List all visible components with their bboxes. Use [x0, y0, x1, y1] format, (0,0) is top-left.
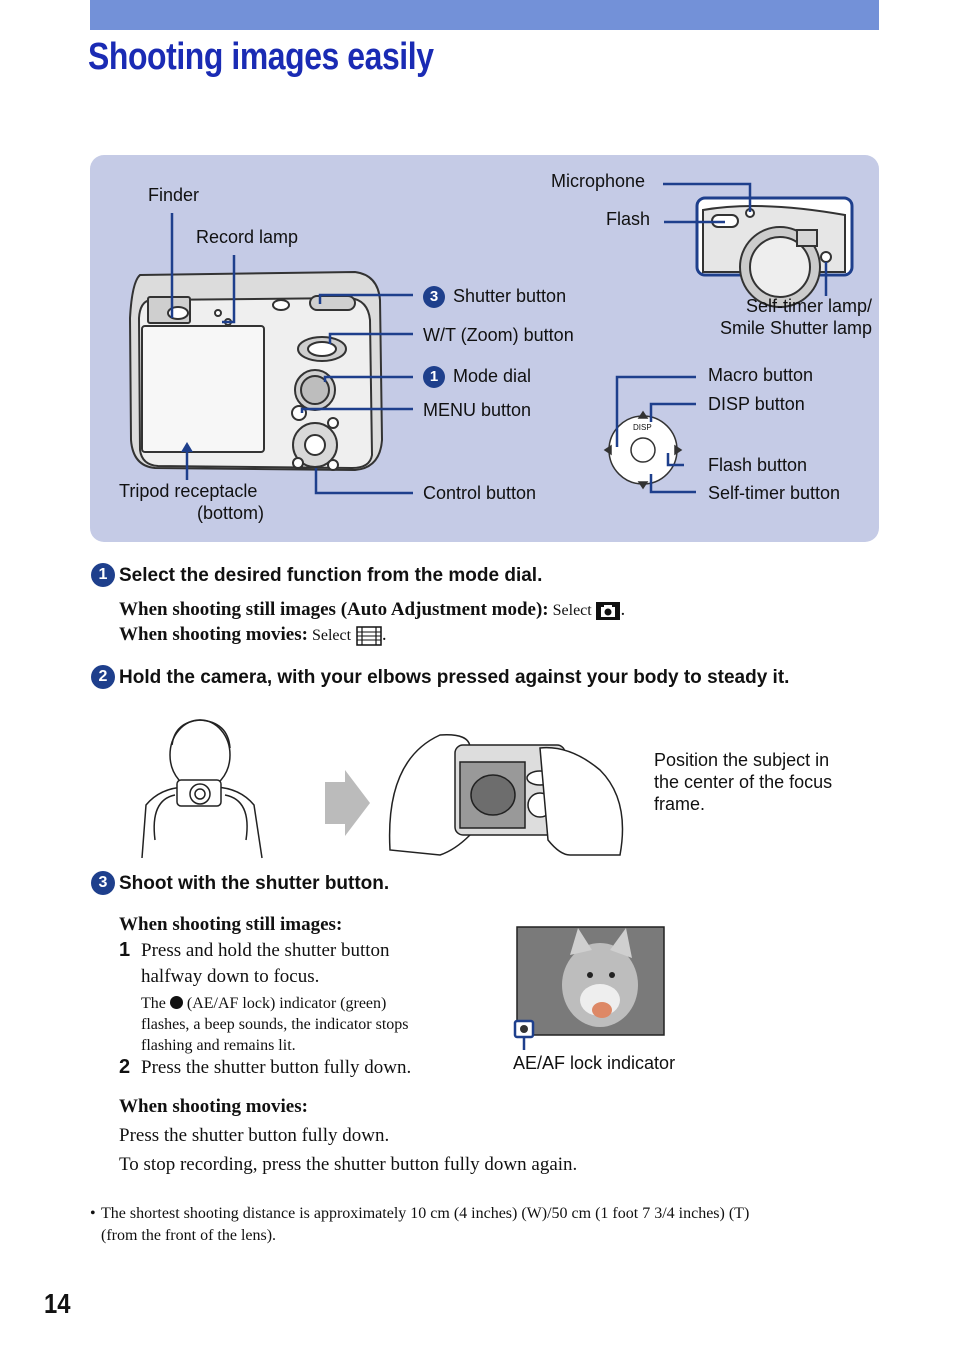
- step3-movie-line1: Press the shutter button fully down.: [119, 1125, 390, 1146]
- label-record-lamp: Record lamp: [196, 227, 299, 247]
- num-badge-1: 1: [423, 366, 445, 389]
- leader-lines-top-right: [663, 182, 828, 296]
- step3-sub1-number: 1: [119, 939, 131, 961]
- step3-sub2-text: Press the shutter button fully down.: [141, 1057, 412, 1078]
- label-disp-button: DISP button: [708, 394, 805, 414]
- step3-note-line1: The (AE/AF lock) indicator (green): [141, 995, 387, 1012]
- label-finder: Finder: [148, 185, 200, 205]
- label-zoom-button: W/T (Zoom) button: [423, 325, 574, 345]
- step3-still-label: When shooting still images:: [119, 914, 343, 935]
- step1-movie-line: When shooting movies: Select .: [119, 624, 387, 646]
- step1-heading: Select the desired function from the mod…: [119, 565, 543, 586]
- leader-lines-control-pad: [615, 375, 696, 494]
- footnote-bullet: •: [90, 1205, 96, 1222]
- page-title: Shooting images easily: [88, 36, 434, 78]
- step2-heading: Hold the camera, with your elbows presse…: [119, 667, 790, 688]
- step3-note-line2: flashes, a beep sounds, the indicator st…: [141, 1016, 409, 1033]
- label-tripod-line2: (bottom): [197, 503, 265, 523]
- camera-front-crop: [695, 196, 854, 308]
- label-tripod-line1: Tripod receptacle: [119, 481, 258, 501]
- header-bar: [90, 0, 879, 30]
- num-badge-3: 3: [423, 286, 445, 309]
- step3-movie-line2: To stop recording, press the shutter but…: [119, 1154, 578, 1175]
- disp-mark: DISP: [633, 423, 652, 432]
- control-pad: [603, 410, 683, 490]
- tripod-arrow: [181, 442, 193, 452]
- aeaf-lock-label: AE/AF lock indicator: [513, 1053, 676, 1073]
- step2-caption-line3: frame.: [654, 794, 706, 814]
- step-number-3: 3: [91, 871, 115, 895]
- label-macro-button: Macro button: [708, 365, 814, 385]
- step3-sub1-line2: halfway down to focus.: [141, 966, 320, 987]
- aeaf-dot-icon: [169, 996, 183, 1009]
- step-number-2: 2: [91, 665, 115, 689]
- label-selftimer-line2: Smile Shutter lamp: [719, 318, 872, 338]
- label-flash: Flash: [606, 209, 651, 229]
- next-arrow: [325, 770, 370, 836]
- label-flash-button: Flash button: [708, 455, 808, 475]
- label-control-button: Control button: [423, 483, 537, 503]
- footnote-line1: The shortest shooting distance is approx…: [101, 1205, 750, 1222]
- label-selftimer-button: Self-timer button: [708, 483, 841, 503]
- step3-heading: Shoot with the shutter button.: [119, 873, 390, 894]
- step2-caption-line1: Position the subject in: [654, 750, 830, 770]
- step3-sub2-number: 2: [119, 1056, 131, 1078]
- step2-caption-line2: the center of the focus: [654, 772, 833, 792]
- step3-sub1-line1: Press and hold the shutter button: [141, 940, 390, 961]
- step3-note-line3: flashing and remains lit.: [141, 1037, 296, 1054]
- movie-mode-icon: [356, 625, 382, 646]
- step-number-1: 1: [91, 563, 115, 587]
- step3-movie-label: When shooting movies:: [119, 1096, 308, 1117]
- step1-still-line: When shooting still images (Auto Adjustm…: [119, 599, 626, 620]
- page-number: 14: [44, 1288, 71, 1319]
- footnote-line2: (from the front of the lens).: [101, 1227, 277, 1244]
- label-microphone: Microphone: [551, 171, 646, 191]
- camera-mode-icon: [596, 601, 621, 620]
- label-menu-button: MENU button: [423, 400, 532, 420]
- camera-body: [128, 270, 384, 472]
- label-selftimer-line1: Self-timer lamp/: [745, 296, 872, 316]
- leader-lines-left: [170, 213, 413, 495]
